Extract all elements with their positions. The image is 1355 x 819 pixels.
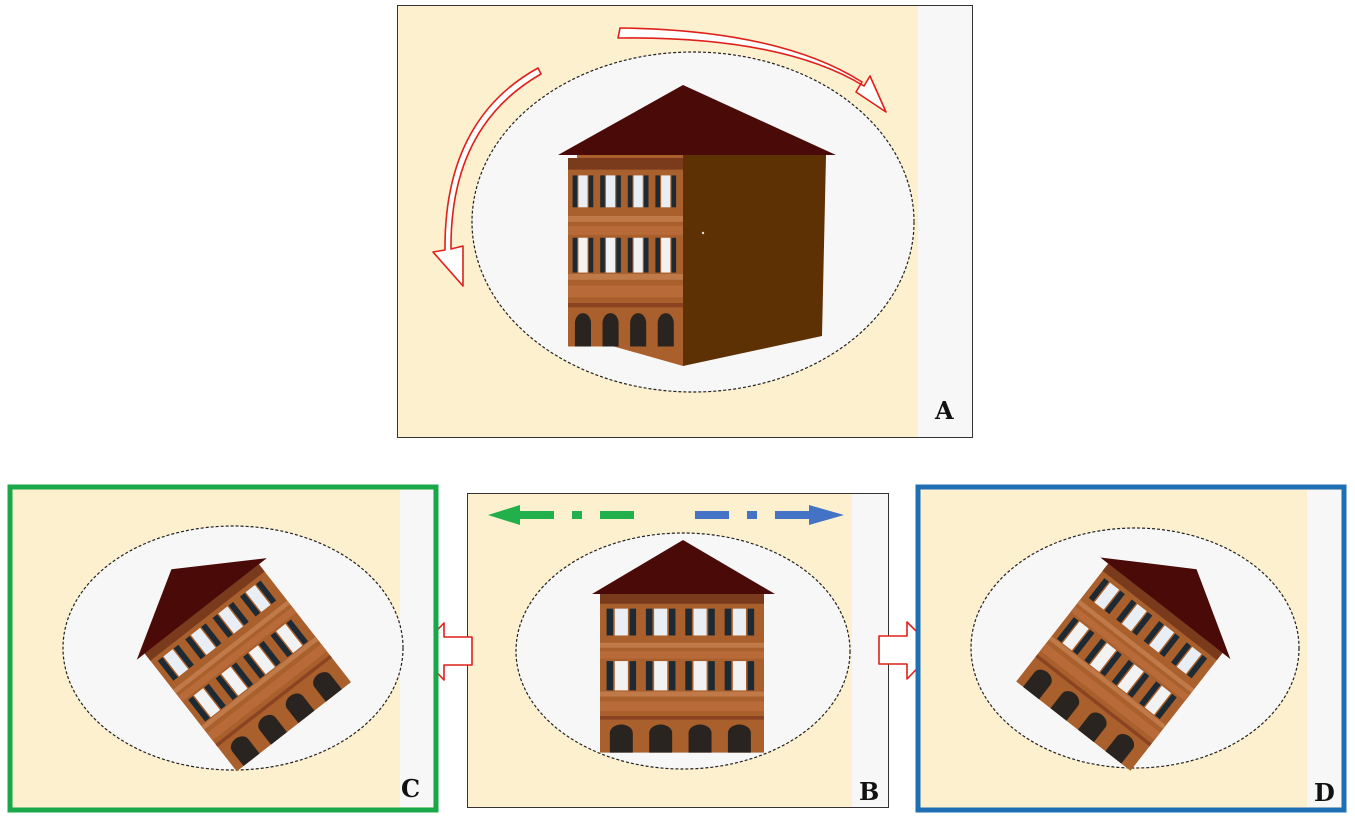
building-tilted-right [1016,557,1231,771]
panel-d: D [915,484,1347,813]
rotate-ccw-arrow-icon [432,67,542,287]
dash-arrow-left-icon [488,505,634,525]
dash-arrow-right-icon [695,505,844,525]
panel-c: C [7,484,439,813]
panel-b-label: B [859,777,879,806]
building-front [592,540,775,753]
panel-a-label: A [934,396,954,425]
rotate-cw-arrow-icon [617,27,887,113]
panel-c-label: C [401,774,420,803]
panel-b: B [467,493,889,808]
panel-a: A [397,5,973,438]
building-3d [558,85,836,366]
building-tilted-left [136,558,351,772]
panel-d-label: D [1314,778,1335,807]
